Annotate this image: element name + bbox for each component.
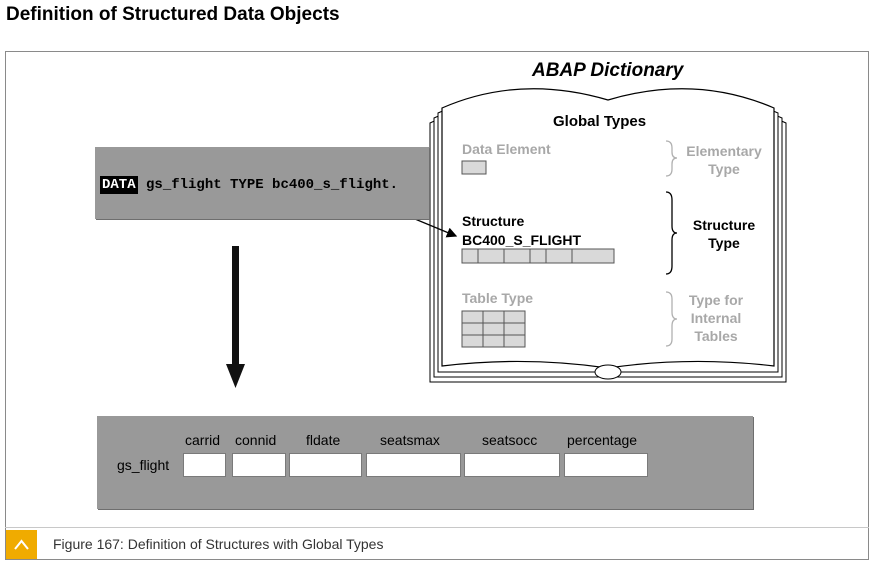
field-label-seatsmax: seatsmax — [380, 432, 440, 448]
brace-table — [665, 291, 678, 347]
field-box-connid — [232, 453, 286, 477]
field-label-connid: connid — [235, 432, 277, 448]
elementary-type-label: Elementary Type — [686, 143, 762, 177]
variable-name: gs_flight — [117, 457, 170, 473]
figure-caption-bar: Figure 167: Definition of Structures wit… — [5, 527, 869, 560]
field-box-percentage — [564, 453, 648, 477]
page-title: Definition of Structured Data Objects — [6, 4, 340, 25]
structure-variable-box: gs_flight carrid connid fldate seatsmax … — [97, 416, 753, 509]
structure-name: BC400_S_FLIGHT — [462, 232, 582, 248]
brace-structure — [665, 191, 678, 275]
down-arrow — [226, 246, 245, 388]
structure-label: Structure — [462, 213, 525, 229]
field-box-seatsmax — [366, 453, 461, 477]
figure-frame — [5, 51, 869, 560]
structure-type-label: Structure Type — [692, 217, 756, 251]
field-box-fldate — [289, 453, 362, 477]
code-box: DATA gs_flight TYPE bc400_s_flight. — [95, 147, 429, 219]
structure-bar — [461, 248, 615, 264]
book-title: ABAP Dictionary — [532, 60, 684, 81]
field-label-carrid: carrid — [185, 432, 221, 448]
field-box-seatsocc — [464, 453, 560, 477]
brace-elementary — [665, 140, 678, 177]
figure-caption: Figure 167: Definition of Structures wit… — [53, 536, 384, 552]
field-label-percentage: percentage — [567, 432, 638, 448]
field-label-fldate: fldate — [306, 432, 341, 448]
table-type-label: Table Type — [462, 290, 534, 306]
chevron-up-icon[interactable] — [6, 530, 37, 559]
field-label-seatsocc: seatsocc — [482, 432, 538, 448]
table-type-grid — [461, 310, 526, 348]
code-statement: DATA gs_flight TYPE bc400_s_flight. — [100, 176, 399, 194]
field-box-carrid — [183, 453, 226, 477]
code-rest: gs_flight TYPE bc400_s_flight. — [146, 177, 399, 193]
data-keyword: DATA — [100, 176, 138, 194]
global-types-heading: Global Types — [553, 113, 647, 130]
internal-tables-type-label: Type for Internal Tables — [688, 292, 744, 344]
data-element-box — [461, 160, 487, 175]
data-element-label: Data Element — [462, 141, 551, 157]
